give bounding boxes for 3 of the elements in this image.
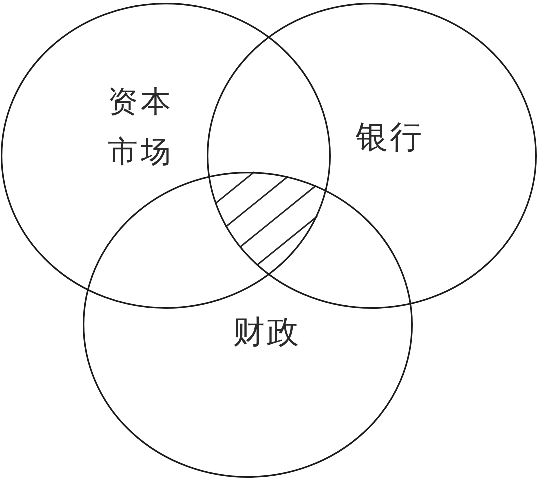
set-label: 银行 xyxy=(356,117,425,157)
set-label: 财政 xyxy=(233,312,302,352)
set-label: 资本市场 xyxy=(108,84,175,172)
